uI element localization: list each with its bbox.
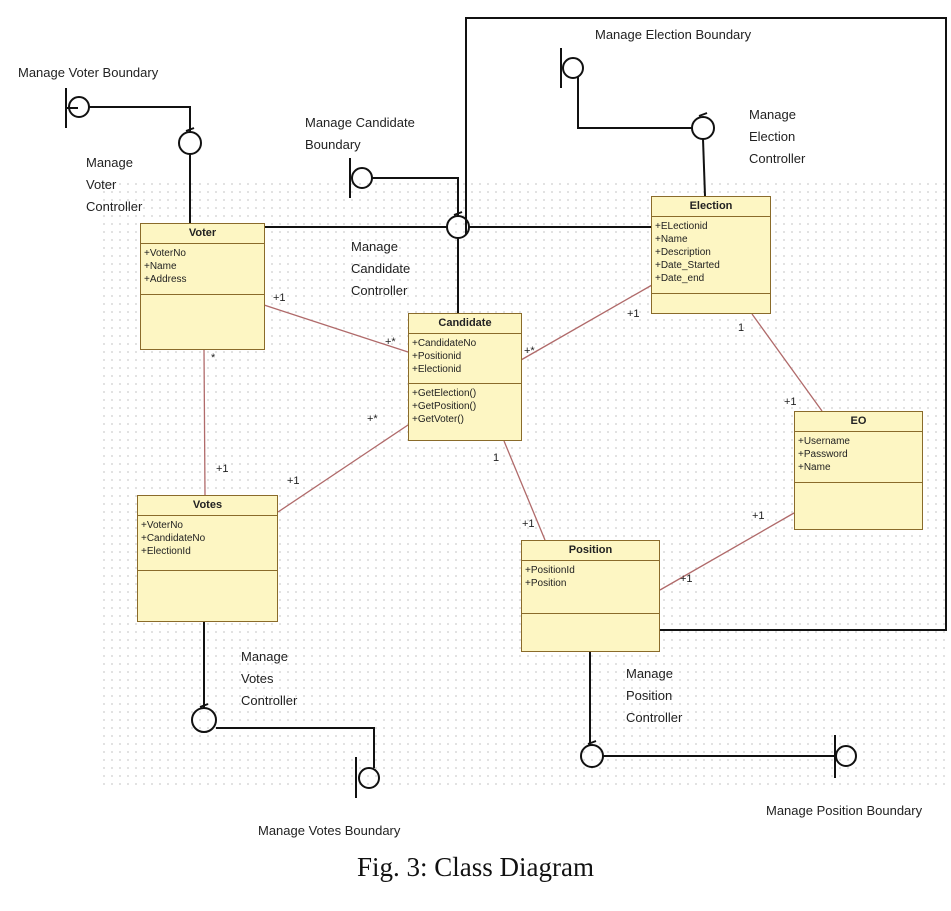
mult-candidate-position-candidate: 1 [493,452,500,464]
votes-controller-circle [191,707,217,733]
label-manage-position-boundary: Manage Position Boundary [766,803,923,818]
class-eo-attributes: +Username +Password +Name [795,432,922,483]
election-boundary-circle [562,57,584,79]
attr: +Electionid [412,364,462,375]
attr: +Position [525,578,567,589]
mult-voter-candidate-voter: +1 [273,292,286,304]
frame-line [465,17,947,631]
mult-election-eo-election: 1 [738,322,745,334]
mult-candidate-election-election: +1 [627,308,640,320]
attr: +Username [798,436,850,447]
assoc-eo-position [659,512,795,591]
label-manage-votes-boundary: Manage Votes Boundary [258,823,401,838]
class-diagram: Manage Voter Boundary Manage Voter Contr… [18,17,950,838]
candidate-boundary-circle [351,167,373,189]
mult-votes-candidate-candidate: +* [367,413,378,425]
voter-boundary-link [89,106,191,132]
attr: +ElectionId [141,546,191,557]
assoc-election-eo [751,313,823,412]
position-controller-circle [580,744,604,768]
attr: +Name [144,261,177,272]
class-position-operations [522,614,659,620]
voter-controller-circle [178,131,202,155]
class-election-name: Election [652,197,770,217]
assoc-voter-votes [203,349,206,496]
label-manage-voter-controller: Manage Voter Controller [86,155,143,214]
mult-eo-position-position: +1 [680,573,693,585]
class-voter-operations [141,295,264,301]
attr: +Password [798,449,848,460]
assoc-candidate-election [520,284,653,361]
attr: +ELectionid [655,221,708,232]
class-election: Election +ELectionid +Name +Description … [651,196,771,314]
label-manage-election-boundary: Manage Election Boundary [595,27,752,42]
label-manage-position-controller: Manage Position Controller [626,666,683,725]
attr: +Date_Started [655,260,720,271]
class-candidate-name: Candidate [409,314,521,334]
class-candidate-operations: +GetElection() +GetPosition() +GetVoter(… [409,384,521,429]
mult-voter-votes-votes: +1 [216,463,229,475]
class-votes-name: Votes [138,496,277,516]
position-boundary-circle [835,745,857,767]
election-controller-link [702,138,706,197]
mult-voter-candidate-candidate: +* [385,336,396,348]
class-votes: Votes +VoterNo +CandidateNo +ElectionId [137,495,278,622]
operation: +GetElection() [412,388,477,399]
class-election-operations [652,294,770,300]
class-position-name: Position [522,541,659,561]
attr: +Name [798,462,831,473]
class-election-attributes: +ELectionid +Name +Description +Date_Sta… [652,217,770,294]
figure-caption: Fig. 3: Class Diagram [357,852,594,882]
mult-voter-votes-voter: * [211,352,216,364]
mult-eo-position-eo: +1 [752,510,765,522]
class-votes-attributes: +VoterNo +CandidateNo +ElectionId [138,516,277,571]
class-voter-name: Voter [141,224,264,244]
label-manage-candidate-controller: Manage Candidate Controller [351,239,411,298]
attr: +Description [655,247,711,258]
attr: +Date_end [655,273,705,284]
attr: +Name [655,234,688,245]
mult-votes-candidate-votes: +1 [287,475,300,487]
operation: +GetVoter() [412,414,464,425]
attr: +PositionId [525,565,575,576]
attr: +Positionid [412,351,462,362]
assoc-votes-candidate [277,424,409,513]
votes-boundary-circle [358,767,380,789]
attr: +Address [144,274,187,285]
assoc-voter-candidate [263,304,409,353]
mult-election-eo-eo: +1 [784,396,797,408]
attr: +VoterNo [141,520,183,531]
attr: +VoterNo [144,248,186,259]
label-manage-voter-boundary: Manage Voter Boundary [18,65,159,80]
assoc-candidate-position [503,440,546,541]
class-eo: EO +Username +Password +Name [794,411,923,530]
label-manage-candidate-boundary: Manage Candidate Boundary [305,115,415,152]
class-position-attributes: +PositionId +Position [522,561,659,614]
class-candidate: Candidate +CandidateNo +Positionid +Elec… [408,313,522,441]
class-voter-attributes: +VoterNo +Name +Address [141,244,264,295]
attr: +CandidateNo [141,533,206,544]
class-eo-operations [795,483,922,489]
mult-candidate-election-candidate: +* [524,345,535,357]
label-manage-election-controller: Manage Election Controller [749,107,806,166]
election-controller-circle [691,116,715,140]
diagram-lines [65,17,947,798]
mult-candidate-position-position: +1 [522,518,535,530]
class-voter: Voter +VoterNo +Name +Address [140,223,265,350]
label-manage-votes-controller: Manage Votes Controller [241,649,298,708]
class-votes-operations [138,571,277,577]
operation: +GetPosition() [412,401,477,412]
class-position: Position +PositionId +Position [521,540,660,652]
attr: +CandidateNo [412,338,477,349]
class-eo-name: EO [795,412,922,432]
class-candidate-attributes: +CandidateNo +Positionid +Electionid [409,334,521,384]
